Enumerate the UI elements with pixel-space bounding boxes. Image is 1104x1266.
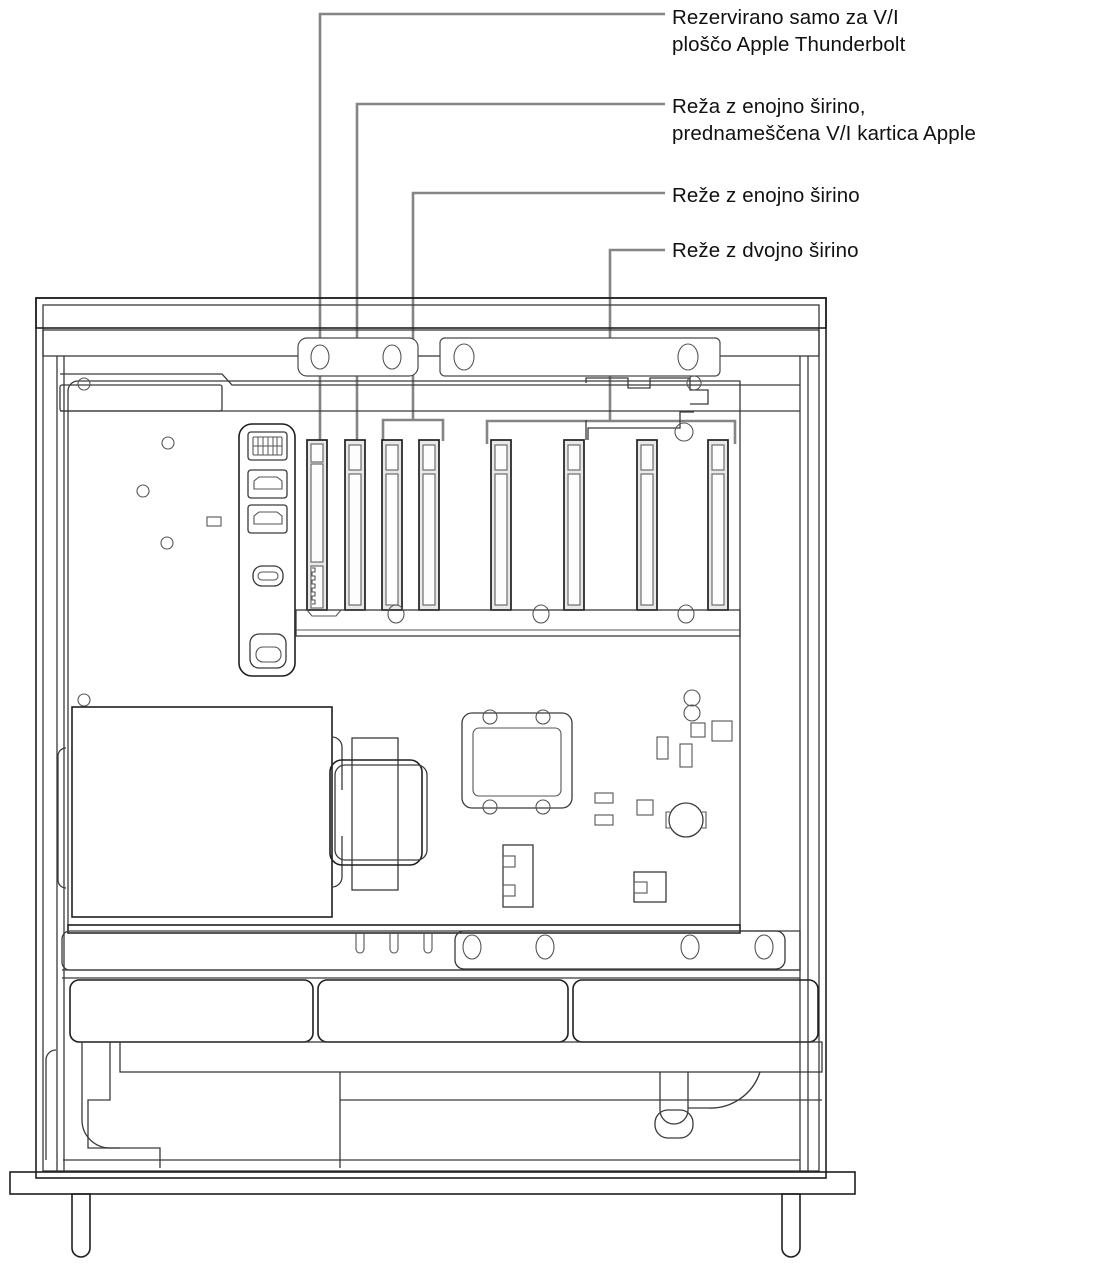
lower-rail bbox=[61, 924, 801, 979]
chassis-outline bbox=[9, 297, 856, 1258]
slot-1-thunderbolt-io bbox=[306, 439, 328, 611]
leader-line-thunderbolt bbox=[318, 12, 665, 441]
card-retention-bracket bbox=[585, 375, 709, 442]
slot-5-double-width bbox=[490, 439, 512, 611]
foot-left bbox=[71, 1193, 91, 1258]
board-hole-1 bbox=[161, 436, 175, 450]
fan-module-right bbox=[572, 979, 819, 1043]
board-hole-3 bbox=[160, 536, 174, 550]
slot-6-double-width bbox=[563, 439, 585, 611]
cpu-socket bbox=[461, 709, 573, 815]
callout-label-preinstalled: Reža z enojno širino, prednameščena V/I … bbox=[672, 95, 976, 145]
leader-line-preinstalled bbox=[355, 102, 665, 441]
leader-line-single-width bbox=[411, 191, 665, 420]
leader-line-double-width bbox=[608, 248, 665, 421]
top-mounting-rail bbox=[59, 337, 800, 412]
component-circle-1 bbox=[683, 689, 701, 707]
lower-interior bbox=[45, 1041, 823, 1168]
slot-8-double-width bbox=[707, 439, 729, 611]
component-circle-2 bbox=[683, 704, 701, 722]
hdmi-port-1 bbox=[247, 469, 288, 499]
bracket-single-width bbox=[381, 418, 445, 441]
slot-2-apple-io-card bbox=[344, 439, 366, 611]
callout-label-double-width: Reže z dvojno širino bbox=[672, 239, 859, 262]
usb-c-port bbox=[252, 565, 284, 587]
callout-label-single-width: Reže z enojno širino bbox=[672, 184, 860, 207]
board-hole-2 bbox=[136, 484, 150, 498]
audio-power-port bbox=[249, 633, 287, 669]
bracket-double-width bbox=[485, 419, 737, 444]
rear-io-panel bbox=[238, 423, 296, 677]
fan-module-left bbox=[69, 979, 314, 1043]
connector-block-2 bbox=[633, 871, 667, 903]
slot-3-single-width bbox=[381, 439, 403, 611]
power-supply-unit bbox=[57, 706, 428, 918]
callout-label-thunderbolt: Rezervirano samo za V/I ploščo Apple Thu… bbox=[672, 6, 906, 56]
connector-block-1 bbox=[502, 844, 534, 908]
foot-right bbox=[781, 1193, 801, 1258]
ethernet-port bbox=[247, 431, 288, 461]
pcie-slot-group bbox=[306, 439, 729, 611]
rail-clip-right bbox=[439, 337, 721, 377]
slot-backplane-rail bbox=[295, 604, 741, 637]
rail-clip-left bbox=[297, 337, 419, 377]
coin-battery bbox=[665, 802, 707, 838]
slot-4-single-width bbox=[418, 439, 440, 611]
fan-module-center bbox=[317, 979, 569, 1043]
hdmi-port-2 bbox=[247, 504, 288, 534]
board-components bbox=[502, 689, 733, 908]
slot-7-double-width bbox=[636, 439, 658, 611]
fan-modules bbox=[69, 979, 819, 1043]
leader-lines bbox=[318, 12, 737, 444]
